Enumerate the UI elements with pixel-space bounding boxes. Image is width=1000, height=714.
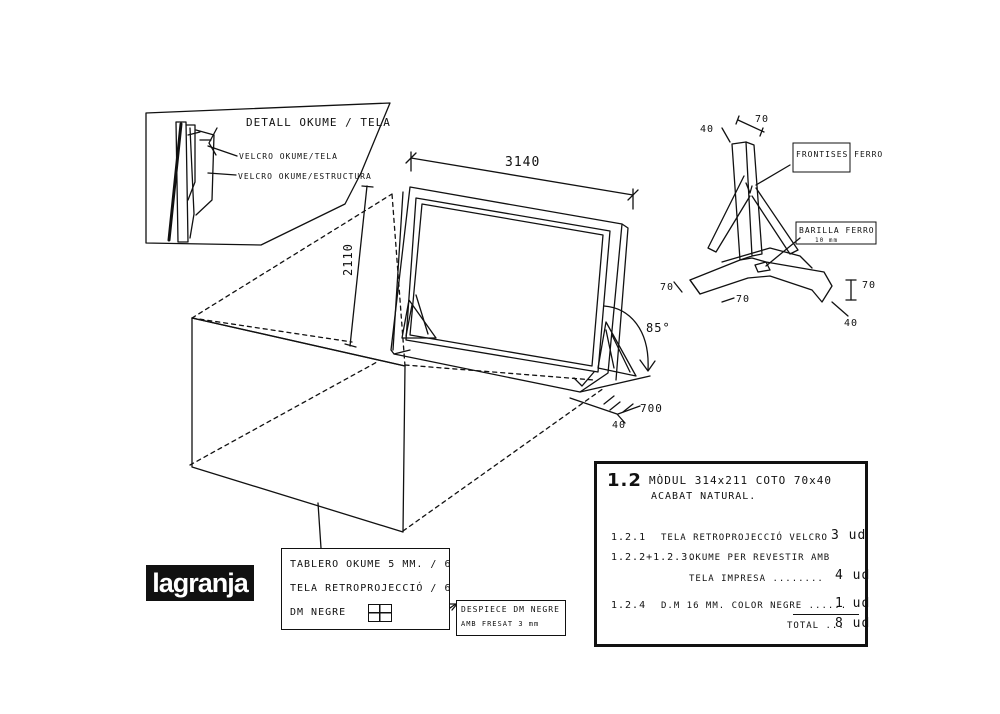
leg-barilla-size: 10 mm [815, 237, 838, 244]
summary-box: 1.2 MÒDUL 314x211 COTO 70x40 ACABAT NATU… [594, 461, 871, 647]
dim-angle: 85° [646, 321, 671, 335]
dm-grid-icon [368, 604, 392, 622]
screen-frame [390, 186, 651, 393]
summary-title-1: MÒDUL 314x211 COTO 70x40 [649, 474, 832, 487]
leg-frontises: FRONTISES FERRO [796, 150, 883, 159]
material-line-3: DM NEGRE [290, 607, 347, 618]
dim-base-thickness: 40 [612, 420, 626, 431]
total-rule [793, 614, 859, 615]
audience-block [191, 317, 406, 549]
item-qty: 3 ud [831, 528, 867, 543]
detail-label-2: VELCRO OKUME/ESTRUCTURA [238, 172, 372, 181]
leg-dim-left-b: 70 [736, 294, 750, 305]
dm-note-line-1: DESPIECE DM NEGRE [461, 605, 560, 614]
leg-dim-bottom: 40 [844, 318, 858, 329]
dm-note-line-2: AMB FRESAT 3 mm [461, 620, 540, 628]
item-qty: 1 ud [835, 596, 871, 611]
detail-label-1: VELCRO OKUME/TELA [239, 152, 338, 161]
leg-dim-left: 70 [660, 282, 674, 293]
dm-note-box: DESPIECE DM NEGRE AMB FRESAT 3 mm [456, 600, 566, 636]
materials-box: TABLERO OKUME 5 MM. / 6 TELA RETROPROJEC… [281, 548, 450, 630]
total-qty: 8 ud [835, 616, 871, 631]
summary-code: 1.2 [607, 470, 642, 491]
leg-dim-top-a: 40 [700, 124, 714, 135]
material-line-2: TELA RETROPROJECCIÓ / 6 [290, 583, 452, 594]
detail-title: DETALL OKUME / TELA [246, 116, 391, 129]
item-desc: OKUME PER REVESTIR AMB [689, 553, 831, 563]
label-boxes [792, 142, 877, 245]
dim-width: 3140 [505, 155, 540, 170]
leg-dim-right: 70 [862, 280, 876, 291]
detail-inset [145, 102, 391, 246]
leg-detail [673, 115, 857, 317]
summary-title-2: ACABAT NATURAL. [651, 491, 757, 502]
projection-volume [189, 193, 605, 532]
lagranja-logo: lagranja [146, 565, 254, 601]
item-desc: D.M 16 MM. COLOR NEGRE ...... [661, 601, 848, 611]
dim-depth: 700 [640, 402, 663, 415]
material-line-1: TABLERO OKUME 5 MM. / 6 [290, 559, 452, 570]
item-desc-2: TELA IMPRESA ........ [689, 574, 824, 584]
item-desc: TELA RETROPROJECCIÓ VELCRO [661, 533, 828, 543]
item-code: 1.2.2+1.2.3. [611, 552, 696, 563]
item-code: 1.2.1 [611, 532, 647, 543]
item-code: 1.2.4 [611, 600, 647, 611]
dim-height: 2110 [341, 243, 355, 276]
total-label: TOTAL ... [787, 621, 845, 631]
leg-barilla: BARILLA FERRO [799, 226, 875, 235]
leg-dim-top-b: 70 [755, 114, 769, 125]
dimension-lines [344, 151, 656, 424]
item-qty: 4 ud [835, 568, 871, 583]
